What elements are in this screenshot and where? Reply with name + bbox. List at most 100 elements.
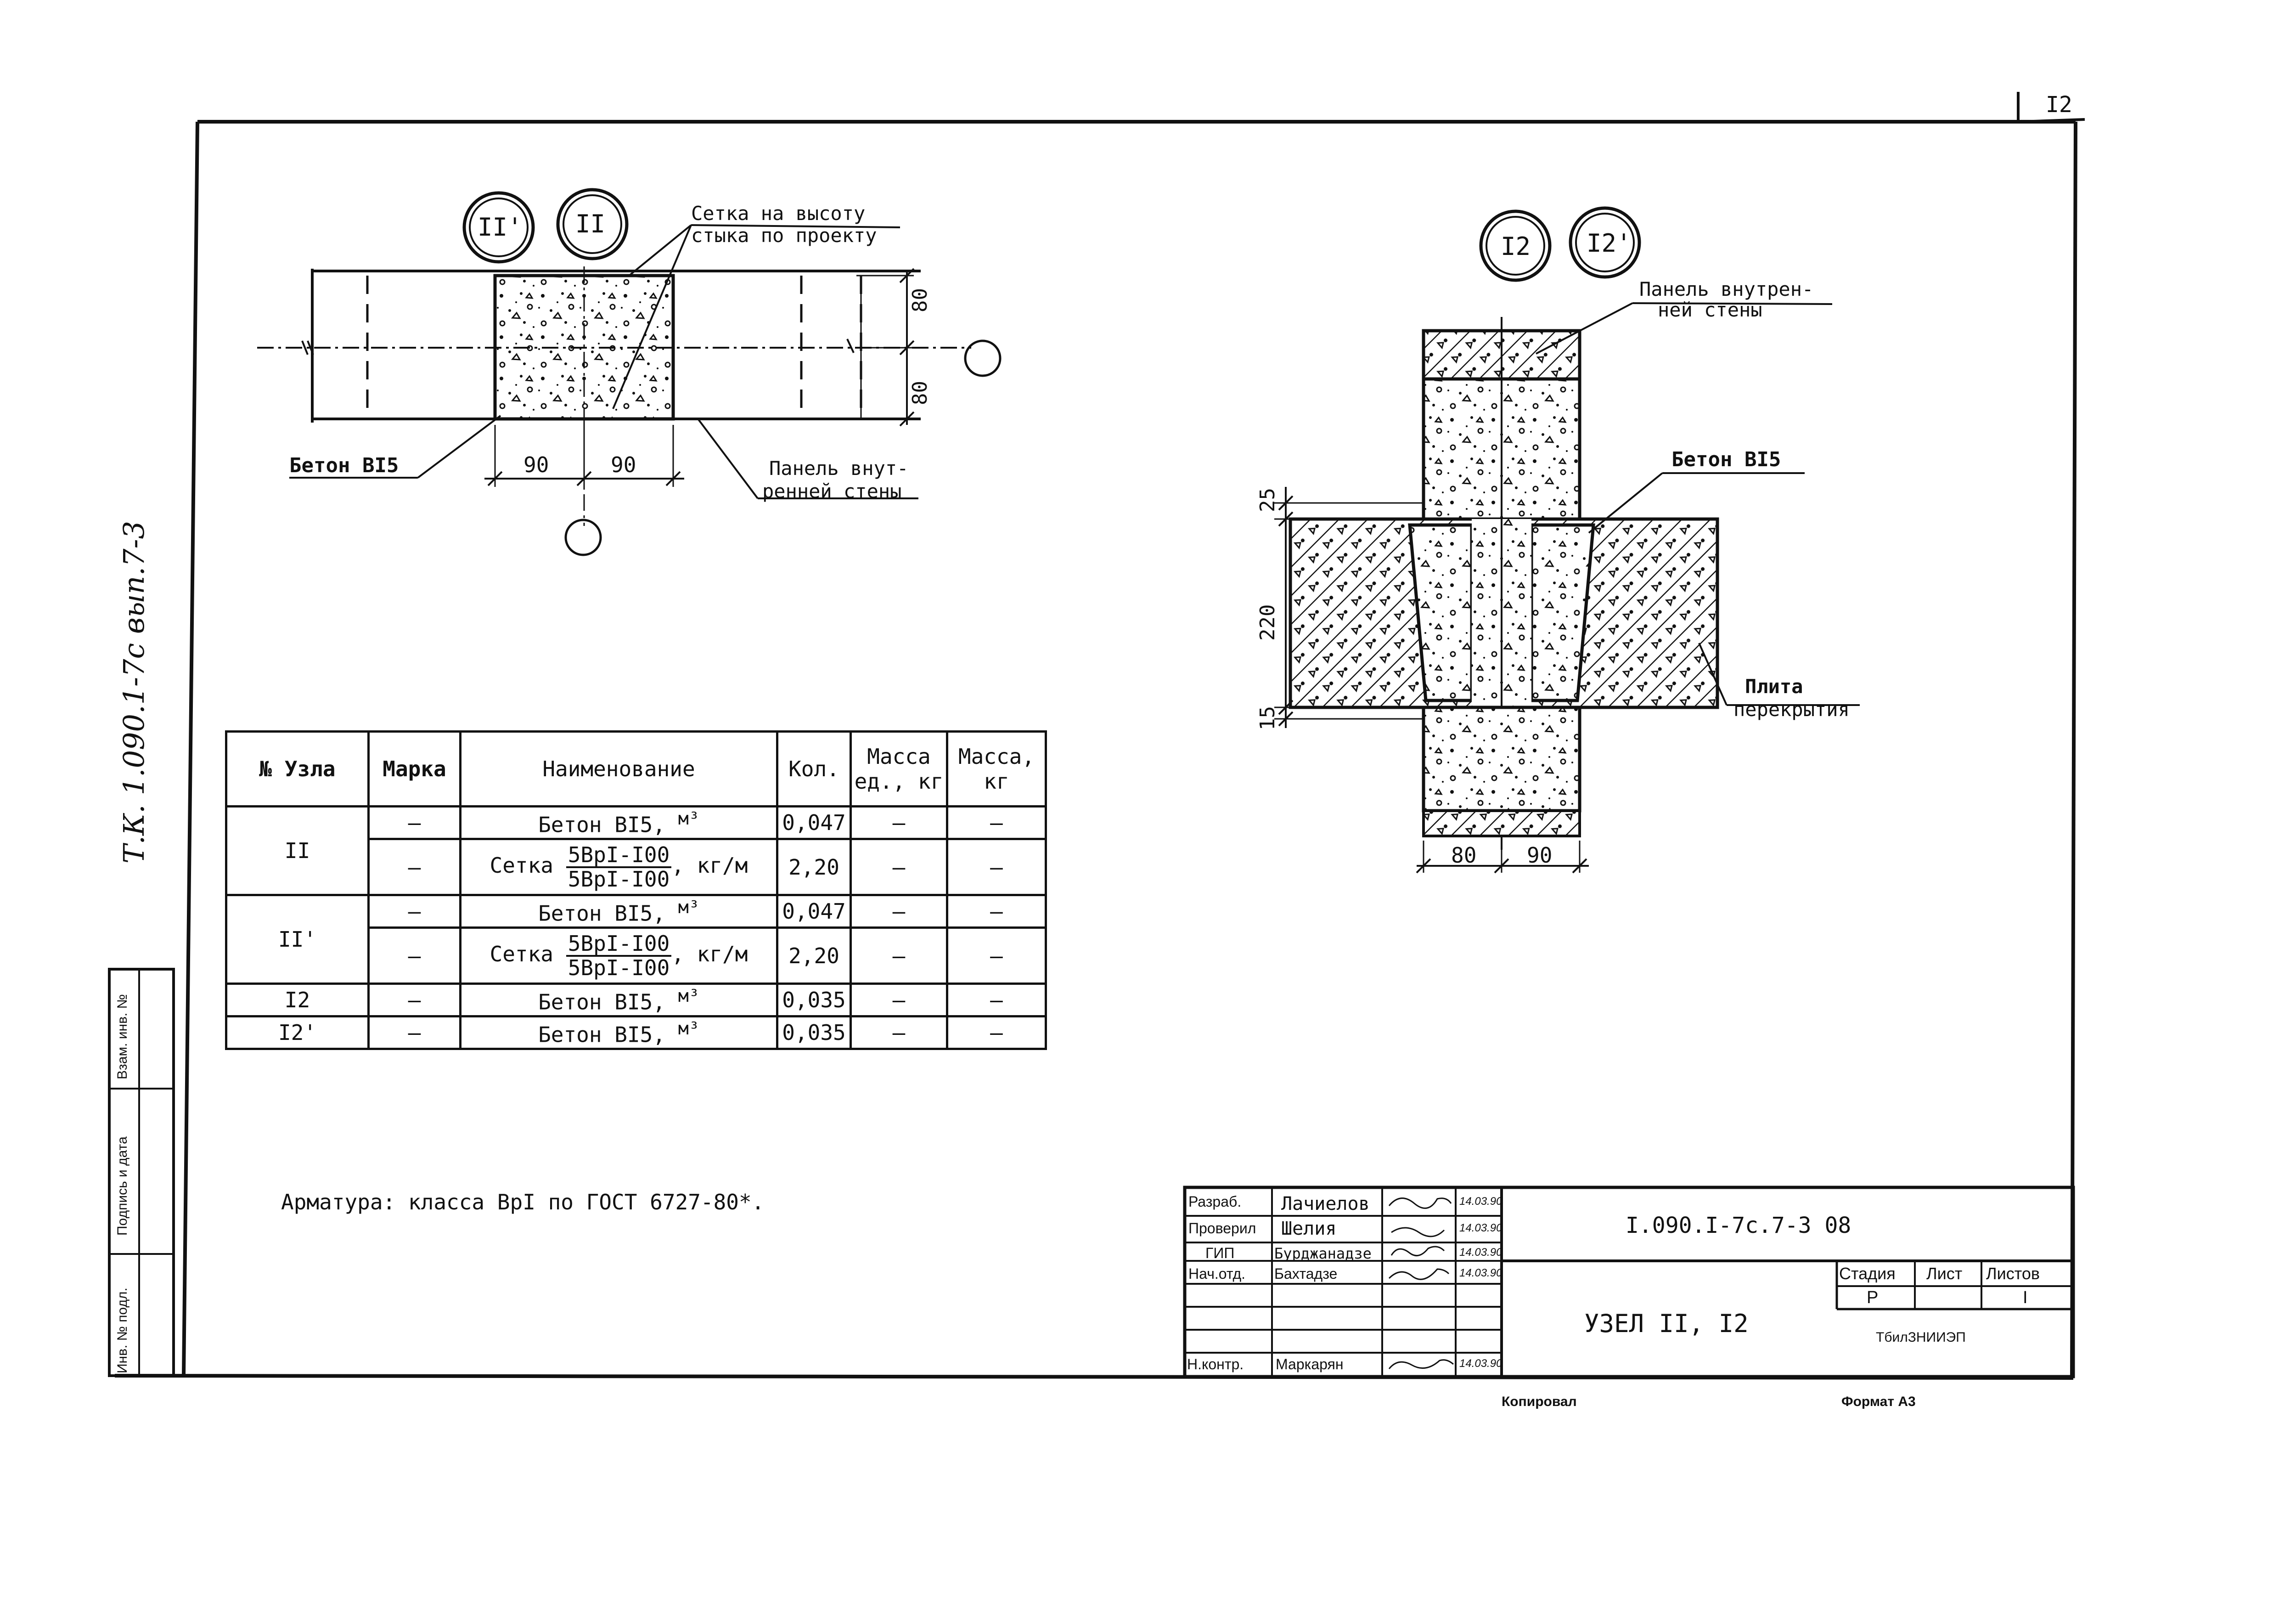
spec-table: № Узла Марка Наименование Кол. Масса ед.… bbox=[225, 730, 1047, 1050]
side-box bbox=[108, 968, 175, 1377]
qty-cell: 2,20 bbox=[776, 838, 852, 896]
name-cell: Бетон BI5, м³ bbox=[459, 805, 778, 840]
stage-value: Р bbox=[1867, 1288, 1879, 1307]
frame-left bbox=[182, 121, 199, 1376]
signature-3 bbox=[1390, 1246, 1445, 1257]
marker-ii: II bbox=[575, 209, 606, 238]
qty-cell: 0,047 bbox=[776, 805, 852, 840]
marker-ii-prime: II' bbox=[478, 213, 523, 242]
dim-80-right: 80 bbox=[1451, 843, 1477, 868]
node-cell: II' bbox=[225, 894, 370, 985]
mark-cell: – bbox=[367, 894, 461, 929]
dim-90-right: 90 bbox=[1527, 843, 1553, 868]
name-text: Бетон BI5, bbox=[538, 812, 666, 837]
signature-1 bbox=[1388, 1197, 1452, 1209]
callout-slab-2: перекрытия bbox=[1733, 698, 1850, 721]
name-gip: Бурджанадзе bbox=[1274, 1245, 1372, 1262]
sheets-value: I bbox=[2023, 1288, 2028, 1307]
mass-cell: – bbox=[946, 926, 1047, 985]
name-checker: Шелия bbox=[1281, 1218, 1337, 1239]
date-gip: 14.03.90 bbox=[1459, 1246, 1503, 1259]
role-head: Нач.отд. bbox=[1188, 1265, 1246, 1282]
unit-text: м³ bbox=[678, 808, 699, 829]
table-row: I2 – Бетон BI5, м³ 0,035 – – bbox=[225, 983, 1047, 1017]
spec-header-row: № Узла Марка Наименование Кол. Масса ед.… bbox=[225, 730, 1047, 808]
footer-copied: Копировал bbox=[1502, 1394, 1577, 1409]
sheet-header: Лист bbox=[1926, 1264, 1963, 1283]
qty-cell: 0,035 bbox=[776, 983, 852, 1017]
callout-panel-left-1: Панель внут- bbox=[769, 457, 909, 480]
unit-mass-cell: – bbox=[850, 983, 948, 1017]
dim-80-a: 80 bbox=[908, 288, 932, 312]
name-developer: Лачиелов bbox=[1281, 1193, 1370, 1214]
reinforcement-note: Арматура: класса BpI по ГОСТ 6727-80*. bbox=[281, 1190, 765, 1214]
date-checker: 14.03.90 bbox=[1459, 1222, 1503, 1234]
fraction-denominator: 5BpI-I00 bbox=[568, 866, 670, 892]
signature-2 bbox=[1391, 1227, 1445, 1237]
mass-cell: – bbox=[946, 1015, 1047, 1050]
unit-mass-cell: – bbox=[850, 894, 948, 929]
unit-text: , кг/м bbox=[671, 853, 748, 878]
mark-cell: – bbox=[367, 926, 461, 985]
header-mark: Марка bbox=[367, 730, 461, 808]
mass-cell: – bbox=[946, 805, 1047, 840]
unit-text: м³ bbox=[678, 1018, 699, 1039]
dim-15: 15 bbox=[1256, 706, 1279, 730]
fraction-numerator: 5BpI-I00 bbox=[566, 932, 672, 957]
dim-90-b: 90 bbox=[611, 452, 636, 477]
name-cell: Бетон BI5, м³ bbox=[459, 1015, 778, 1050]
name-cell: Бетон BI5, м³ bbox=[459, 983, 778, 1017]
dim-220: 220 bbox=[1256, 604, 1279, 641]
role-norm-control: Н.контр. bbox=[1187, 1356, 1244, 1372]
name-norm-control: Маркарян bbox=[1276, 1356, 1344, 1372]
unit-mass-cell: – bbox=[850, 926, 948, 985]
callout-panel-left-2: ренней стены bbox=[762, 480, 902, 503]
stage-header: Стадия bbox=[1839, 1264, 1896, 1283]
name-cell: Бетон BI5, м³ bbox=[459, 894, 778, 929]
dim-25: 25 bbox=[1256, 488, 1279, 512]
dim-90-a: 90 bbox=[523, 452, 549, 477]
header-qty: Кол. bbox=[776, 730, 852, 808]
side-box-label-3: Взам. инв. № bbox=[115, 994, 130, 1079]
signature-marks bbox=[1388, 1197, 1454, 1369]
role-gip: ГИП bbox=[1205, 1245, 1235, 1261]
unit-mass-cell: – bbox=[850, 1015, 948, 1050]
date-norm-control: 14.03.90 bbox=[1459, 1357, 1503, 1370]
unit-text: м³ bbox=[678, 985, 699, 1006]
unit-mass-cell: – bbox=[850, 805, 948, 840]
name-text: Бетон BI5, bbox=[538, 901, 666, 926]
left-detail-geometry bbox=[257, 188, 1002, 556]
title-block-lines bbox=[1183, 1186, 2075, 1378]
axis-circle-bottom bbox=[564, 519, 602, 556]
header-unit-mass: Масса ед., кг bbox=[850, 730, 948, 808]
marker-i2: I2 bbox=[1501, 232, 1531, 261]
date-head: 14.03.90 bbox=[1459, 1267, 1503, 1279]
callout-mesh-line-1: Сетка на высоту bbox=[691, 202, 866, 225]
organization: ТбилЗНИИЭП bbox=[1876, 1330, 1966, 1345]
header-name: Наименование bbox=[459, 730, 778, 808]
right-detail-geometry bbox=[1274, 206, 1860, 874]
callout-slab-1: Плита bbox=[1745, 675, 1803, 698]
qty-cell: 0,047 bbox=[776, 894, 852, 929]
date-developer: 14.03.90 bbox=[1459, 1195, 1503, 1208]
name-text: Бетон BI5, bbox=[538, 989, 666, 1015]
side-box-label-2: Подпись и дата bbox=[115, 1136, 130, 1236]
signature-5 bbox=[1388, 1359, 1454, 1369]
callout-panel-right-1: Панель внутрен- bbox=[1639, 278, 1814, 300]
qty-cell: 2,20 bbox=[776, 926, 852, 985]
table-row: II – Бетон BI5, м³ 0,047 – – bbox=[225, 805, 1047, 896]
name-text: Бетон BI5, bbox=[538, 1022, 666, 1047]
mark-cell: – bbox=[367, 1015, 461, 1050]
callout-concrete-right: Бетон BI5 bbox=[1671, 448, 1781, 471]
callout-mesh-line-2: стыка по проекту bbox=[691, 224, 877, 247]
drawing-code: I.090.I-7c.7-3 08 bbox=[1626, 1213, 1851, 1238]
signature-4 bbox=[1388, 1268, 1450, 1280]
callout-concrete-left: Бетон BI5 bbox=[289, 454, 399, 477]
mark-cell: – bbox=[367, 838, 461, 896]
axis-circle-right bbox=[964, 339, 1002, 377]
